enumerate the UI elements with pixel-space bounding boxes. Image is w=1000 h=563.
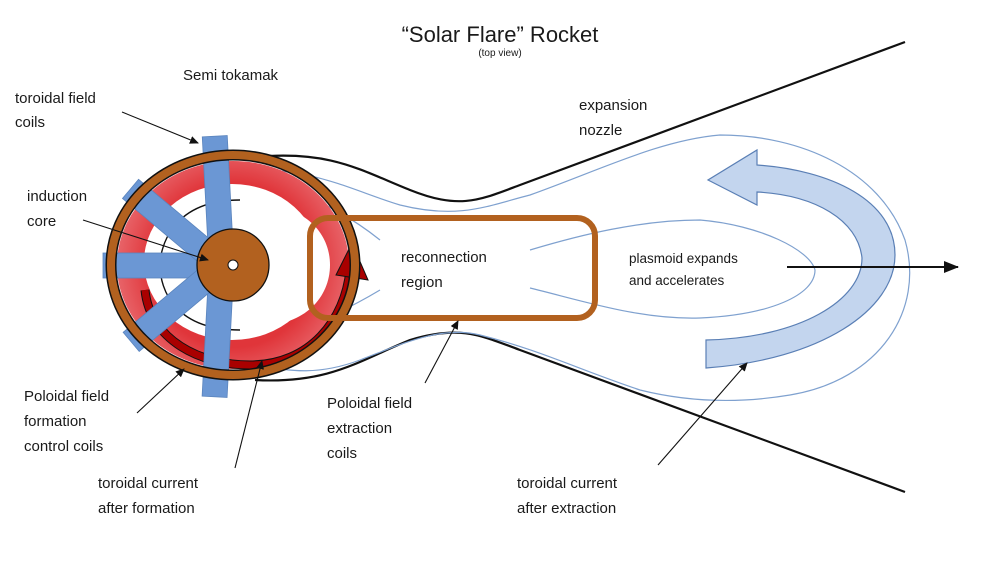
svg-text:after formation: after formation [98,500,195,517]
svg-text:toroidal current: toroidal current [98,475,199,492]
svg-text:after extraction: after extraction [517,500,616,517]
diagram-title: “Solar Flare” Rocket [402,22,599,47]
poloidal-extraction-coil [307,215,598,321]
svg-text:region: region [401,274,443,291]
svg-text:reconnection: reconnection [401,249,487,266]
label-toroidal-current-extraction: toroidal current after extraction [517,475,618,517]
label-plasmoid: plasmoid expands and accelerates [629,251,738,288]
label-reconnection-region: reconnection region [401,249,487,291]
label-expansion-nozzle: expansion nozzle [579,97,647,139]
label-toroidal-current-formation: toroidal current after formation [98,475,199,517]
leader-poloidal-formation [136,368,185,414]
svg-text:induction: induction [27,188,87,205]
label-induction-core: induction core [27,188,87,230]
svg-text:and accelerates: and accelerates [629,273,725,288]
induction-core [196,228,270,302]
label-poloidal-extraction: Poloidal field extraction coils [327,395,412,462]
label-poloidal-formation: Poloidal field formation control coils [24,388,109,455]
svg-text:toroidal current: toroidal current [517,475,618,492]
poloidal-formation-coil [105,149,361,381]
field-line-outer [229,134,911,402]
svg-text:core: core [27,213,56,230]
svg-text:coils: coils [327,445,357,462]
svg-text:Poloidal field: Poloidal field [24,388,109,405]
svg-text:formation: formation [24,413,87,430]
field-line-middle [529,219,816,319]
svg-text:plasmoid expands: plasmoid expands [629,251,738,266]
svg-text:extraction: extraction [327,420,392,437]
svg-text:control coils: control coils [24,438,103,455]
label-toroidal-field-coils: toroidal field coils [15,90,96,131]
svg-text:toroidal field: toroidal field [15,90,96,107]
plasmoid-current-arc [705,148,896,369]
svg-text:coils: coils [15,114,45,131]
leader-toroidal-field-coils [121,111,199,144]
nozzle-upper-wall [254,40,906,203]
leader-induction-core [82,219,209,262]
leader-poloidal-extraction [424,320,459,384]
svg-text:expansion: expansion [579,97,647,114]
svg-text:nozzle: nozzle [579,122,622,139]
nozzle-lower-wall [254,331,906,494]
label-semi-tokamak: Semi tokamak [183,67,279,84]
leader-toroidal-current-extraction [657,362,748,466]
leader-arrows [82,111,748,469]
expansion-nozzle [254,40,906,494]
leader-toroidal-current-formation [234,360,264,469]
diagram-subtitle: (top view) [478,48,521,59]
induction-core-hole [227,259,239,271]
svg-text:Poloidal field: Poloidal field [327,395,412,412]
